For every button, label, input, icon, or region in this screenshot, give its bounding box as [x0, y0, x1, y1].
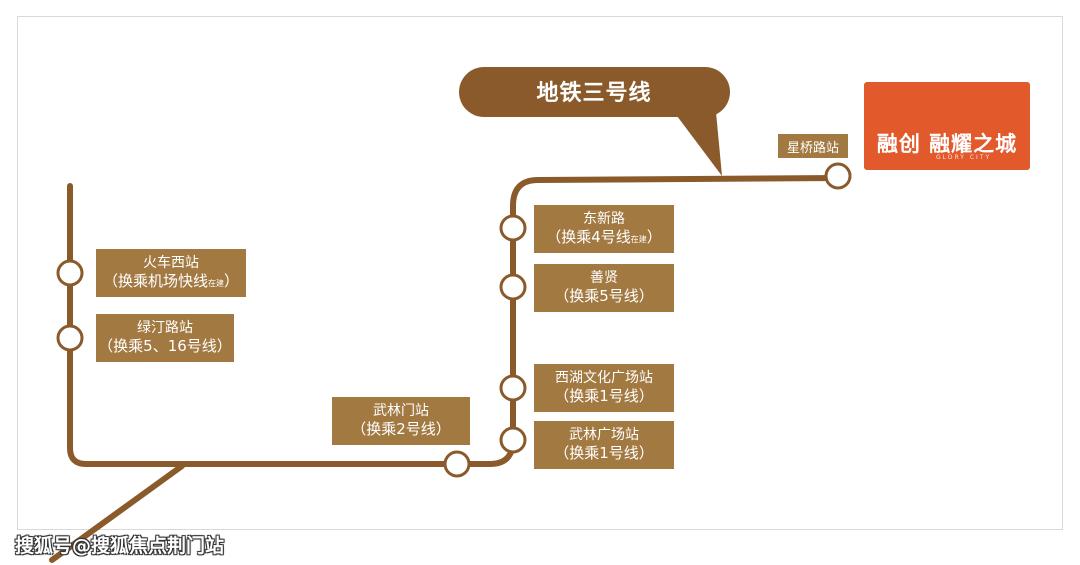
station-marker-luting[interactable]	[56, 324, 84, 352]
station-label-xingqiao[interactable]: 星桥路站	[778, 134, 848, 158]
station-label-wulinguangchang[interactable]: 武林广场站 （换乘1号线）	[534, 421, 674, 469]
station-marker-huochexi[interactable]	[56, 259, 84, 287]
station-name: 东新路	[583, 210, 625, 227]
station-name: 善贤	[590, 269, 618, 286]
metro-line-branch	[49, 463, 185, 563]
station-label-huochexi[interactable]: 火车西站 （换乘机场快线在建）	[96, 249, 246, 297]
metro-line-3	[67, 175, 841, 467]
station-name: 火车西站	[143, 254, 199, 271]
station-marker-wulinguangchang[interactable]	[499, 426, 527, 454]
station-label-wulinmen[interactable]: 武林门站 （换乘2号线）	[332, 397, 470, 445]
station-label-shanxian[interactable]: 善贤 （换乘5号线）	[534, 264, 674, 312]
station-marker-wulinmen[interactable]	[443, 450, 471, 478]
station-name: 西湖文化广场站	[555, 369, 653, 386]
station-label-xihu[interactable]: 西湖文化广场站 （换乘1号线）	[534, 364, 674, 412]
station-marker-dongxin[interactable]	[499, 214, 527, 242]
station-name: 武林门站	[373, 402, 429, 419]
brand-subtitle: GLORY CITY	[936, 154, 992, 161]
station-transfer: （换乘2号线）	[351, 420, 451, 439]
station-marker-xingqiao[interactable]	[824, 162, 852, 190]
line-callout-bubble	[459, 67, 730, 176]
map-frame	[17, 16, 1063, 530]
station-marker-xihu[interactable]	[499, 374, 527, 402]
station-transfer: （换乘机场快线在建）	[102, 272, 240, 291]
station-transfer: （换乘1号线）	[554, 387, 654, 406]
brand-badge: 融创 融耀之城 GLORY CITY	[864, 82, 1030, 170]
station-transfer: （换乘1号线）	[554, 444, 654, 463]
watermark: 搜狐号@搜狐焦点荆门站	[15, 535, 225, 557]
station-transfer: （换乘5号线）	[554, 287, 654, 306]
station-label-dongxin[interactable]: 东新路 （换乘4号线在建）	[534, 205, 674, 253]
station-name: 绿汀路站	[137, 319, 193, 336]
station-transfer: （换乘5、16号线）	[98, 337, 232, 356]
line-title: 地铁三号线	[536, 81, 652, 106]
station-transfer: （换乘4号线在建）	[546, 228, 662, 247]
station-marker-shanxian[interactable]	[499, 273, 527, 301]
station-label-luting[interactable]: 绿汀路站 （换乘5、16号线）	[96, 314, 234, 362]
brand-name: 融创 融耀之城	[876, 132, 1018, 156]
station-name: 武林广场站	[569, 426, 639, 443]
